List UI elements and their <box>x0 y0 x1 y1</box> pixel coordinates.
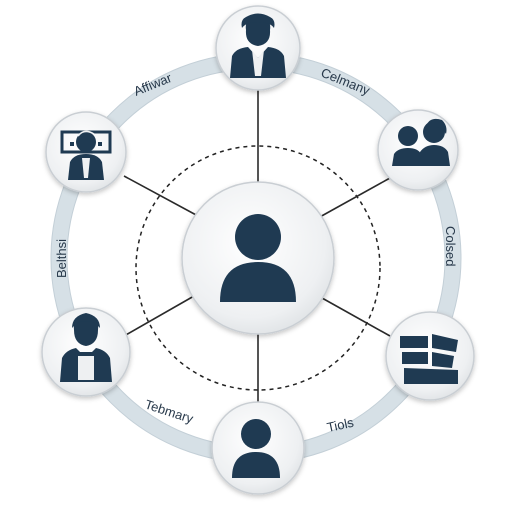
connector-right <box>321 297 391 337</box>
ring-label-top-right: Celmany <box>319 65 373 98</box>
ring-label-left: Belthsi <box>54 239 69 278</box>
node-left[interactable] <box>41 307 131 397</box>
node-top[interactable] <box>215 5 301 91</box>
connector-left <box>123 295 195 337</box>
person-icon <box>220 214 296 302</box>
two-people-icon <box>392 118 450 166</box>
person-icon <box>232 419 280 478</box>
node-right[interactable] <box>385 311 475 401</box>
ring-label-bottom-right: Tiols <box>326 415 356 435</box>
node-bottom[interactable] <box>211 401 305 495</box>
dashed-circle <box>135 145 381 391</box>
connector-top-left <box>123 175 199 217</box>
connector-top-right <box>317 177 391 219</box>
node-top-right[interactable] <box>377 109 459 191</box>
person-shirt-icon <box>230 13 286 78</box>
person-screen-icon <box>60 130 112 180</box>
ring-label-right: Colsed <box>443 226 458 266</box>
person-apron-icon <box>60 313 112 382</box>
layers-stack-icon <box>400 334 458 384</box>
center-node[interactable] <box>181 181 335 335</box>
node-top-left[interactable] <box>45 111 127 193</box>
connector-lines <box>123 90 391 410</box>
